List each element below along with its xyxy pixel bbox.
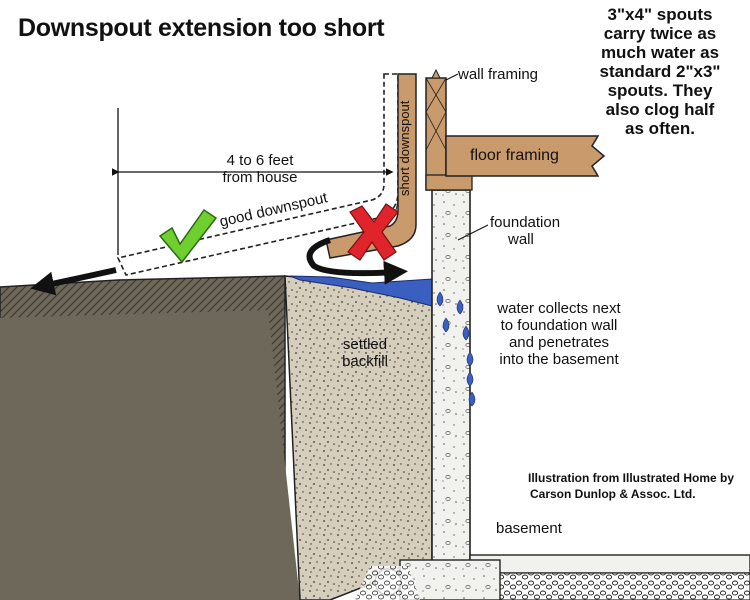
label-settled-backfill: settled backfill [330, 336, 400, 370]
undisturbed-soil-block [0, 310, 300, 600]
leader-wall-framing [445, 73, 459, 81]
water-droplets [436, 291, 476, 407]
diagram-title: Downspout extension too short [18, 14, 385, 42]
spout-size-note: 3"x4" spouts carry twice as much water a… [570, 5, 750, 138]
credit-line: Illustration from Illustrated Home by [528, 471, 735, 485]
label-foundation-wall: foundation wall [490, 214, 560, 248]
note-line: much water as [600, 43, 720, 62]
water-line: water collects next [497, 300, 621, 317]
label-floor-framing: floor framing [470, 147, 559, 164]
note-line: as often. [625, 119, 695, 138]
gravel-bed [469, 572, 750, 600]
short-downspout [325, 73, 417, 259]
basement-slab [469, 554, 750, 574]
illustration-credit: Illustration from Illustrated Home by Ca… [528, 470, 734, 502]
drain-gravel [355, 566, 420, 600]
note-line: standard 2"x3" [599, 62, 721, 81]
floor-framing-joist [445, 135, 606, 177]
label-wall-framing: wall framing [458, 66, 539, 83]
note-line: 3"x4" spouts [607, 5, 713, 24]
credit-line: Carson Dunlop & Assoc. Ltd. [530, 487, 696, 501]
water-line: into the basement [499, 351, 619, 368]
foundation-wall [431, 189, 471, 563]
water-line: and penetrates [508, 334, 610, 351]
label-basement: basement [496, 520, 562, 537]
sill-plate [425, 174, 473, 191]
note-line: also clog half [605, 100, 715, 119]
foundation-line: wall [508, 231, 534, 248]
note-line: carry twice as [603, 24, 717, 43]
settled-backfill [284, 275, 433, 600]
label-water-note: water collects next to foundation wall a… [478, 300, 640, 368]
label-short-downspout: short downspout [397, 100, 412, 196]
leader-foundation-wall [457, 224, 489, 241]
check-mark-icon [158, 208, 218, 264]
outflow-arrow-good [30, 267, 117, 296]
cross-mark-icon [347, 203, 399, 261]
label-distance: 4 to 6 feet from house [200, 152, 320, 186]
water-line: to foundation wall [500, 317, 618, 334]
distance-line: 4 to 6 feet [226, 152, 294, 169]
distance-line: from house [222, 169, 298, 186]
backfill-line: settled [342, 336, 388, 353]
note-line: spouts. They [607, 81, 713, 100]
foundation-line: foundation [490, 214, 561, 231]
outflow-arrow-short [306, 237, 408, 285]
backfill-line: backfill [342, 353, 388, 370]
